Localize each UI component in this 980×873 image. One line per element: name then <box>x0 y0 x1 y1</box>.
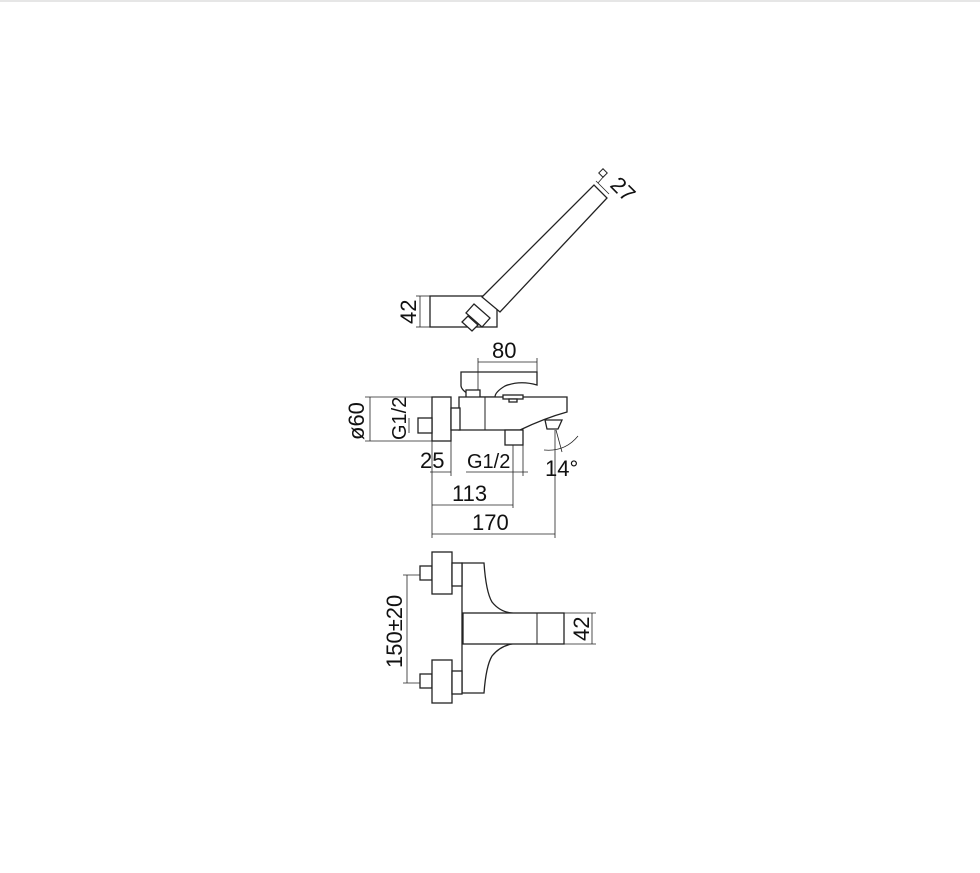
inlet-pipe <box>417 417 433 434</box>
wall-plate <box>431 396 452 442</box>
dim-spout-height: 42 <box>569 617 594 641</box>
top-nut <box>451 562 463 587</box>
dim-outlet-thread: G1/2 <box>467 451 510 473</box>
dim-outlet-distance: 113 <box>452 481 487 506</box>
dim-plate-diameter: ø60 <box>344 402 369 440</box>
front-view: 150±20 42 <box>382 551 596 704</box>
side-view: 80 ø60 G1/2 25 G1/2 113 170 14° <box>344 338 579 538</box>
dim-spout-angle: 14° <box>545 456 578 481</box>
spout-outlet <box>544 419 564 430</box>
dim-total-projection: 170 <box>472 510 509 535</box>
dim-tube-27: 27 <box>605 172 640 207</box>
nut <box>450 407 461 431</box>
shower-tube <box>481 184 608 313</box>
bottom-outlet <box>504 429 524 446</box>
bottom-nut <box>451 670 463 695</box>
bottom-valve-knob <box>431 659 453 704</box>
dim-lever-80: 80 <box>492 338 516 363</box>
dim-holder-42: 42 <box>396 300 421 324</box>
shower-connector-tip <box>461 315 479 332</box>
front-spout <box>462 612 565 645</box>
square-section-icon <box>598 168 608 178</box>
shower-connector <box>465 303 491 328</box>
top-valve-knob <box>431 551 453 595</box>
dim-center-distance: 150±20 <box>382 595 407 668</box>
dim-inlet-thread: G1/2 <box>389 397 411 440</box>
top-border <box>0 0 980 2</box>
hand-shower-view: 42 27 <box>396 168 640 332</box>
